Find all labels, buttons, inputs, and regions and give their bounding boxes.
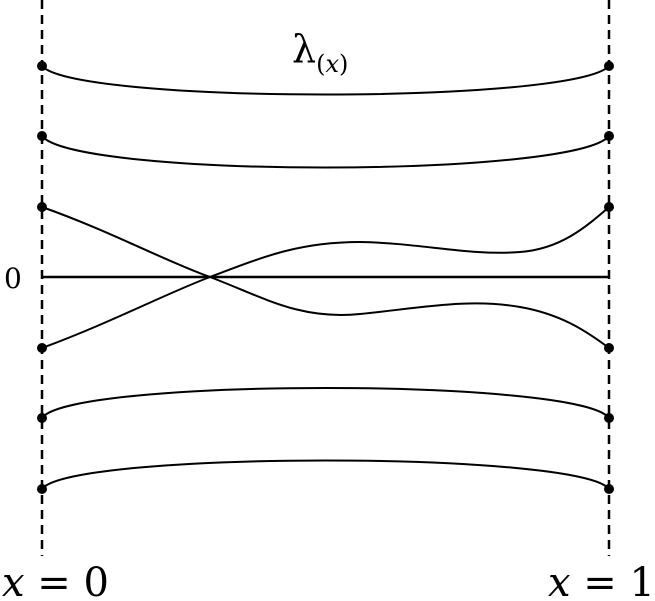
endpoint-dot (604, 61, 614, 71)
curve-5 (41, 387, 610, 419)
title-sub-open: ( (316, 50, 325, 78)
left-boundary-label: x = 0 (2, 560, 109, 601)
curve-2 (41, 135, 610, 169)
zero-label: 0 (4, 262, 22, 295)
endpoint-dot (604, 131, 614, 141)
right-label-var: x (548, 560, 571, 601)
right-boundary-label: x = 1 (548, 560, 655, 601)
endpoint-dot (604, 202, 614, 212)
diagram-title: λ(x) (292, 27, 348, 78)
curve-1 (41, 65, 610, 96)
curve-3-descending (41, 206, 610, 349)
title-symbol: λ (292, 27, 316, 71)
title-sub-close: ) (339, 50, 348, 78)
endpoint-dot (37, 343, 47, 353)
curve-4-ascending (41, 206, 610, 349)
endpoint-dot (604, 484, 614, 494)
endpoint-dot (604, 343, 614, 353)
endpoint-dot (37, 413, 47, 423)
title-sub-var: x (325, 50, 339, 78)
endpoint-dot (37, 131, 47, 141)
right-label-rest: = 1 (571, 560, 655, 601)
left-label-rest: = 0 (25, 560, 109, 601)
endpoint-dot (37, 484, 47, 494)
endpoint-dot (604, 413, 614, 423)
left-label-var: x (2, 560, 25, 601)
endpoint-dot (37, 202, 47, 212)
curve-6 (41, 459, 610, 490)
endpoint-dot (37, 61, 47, 71)
